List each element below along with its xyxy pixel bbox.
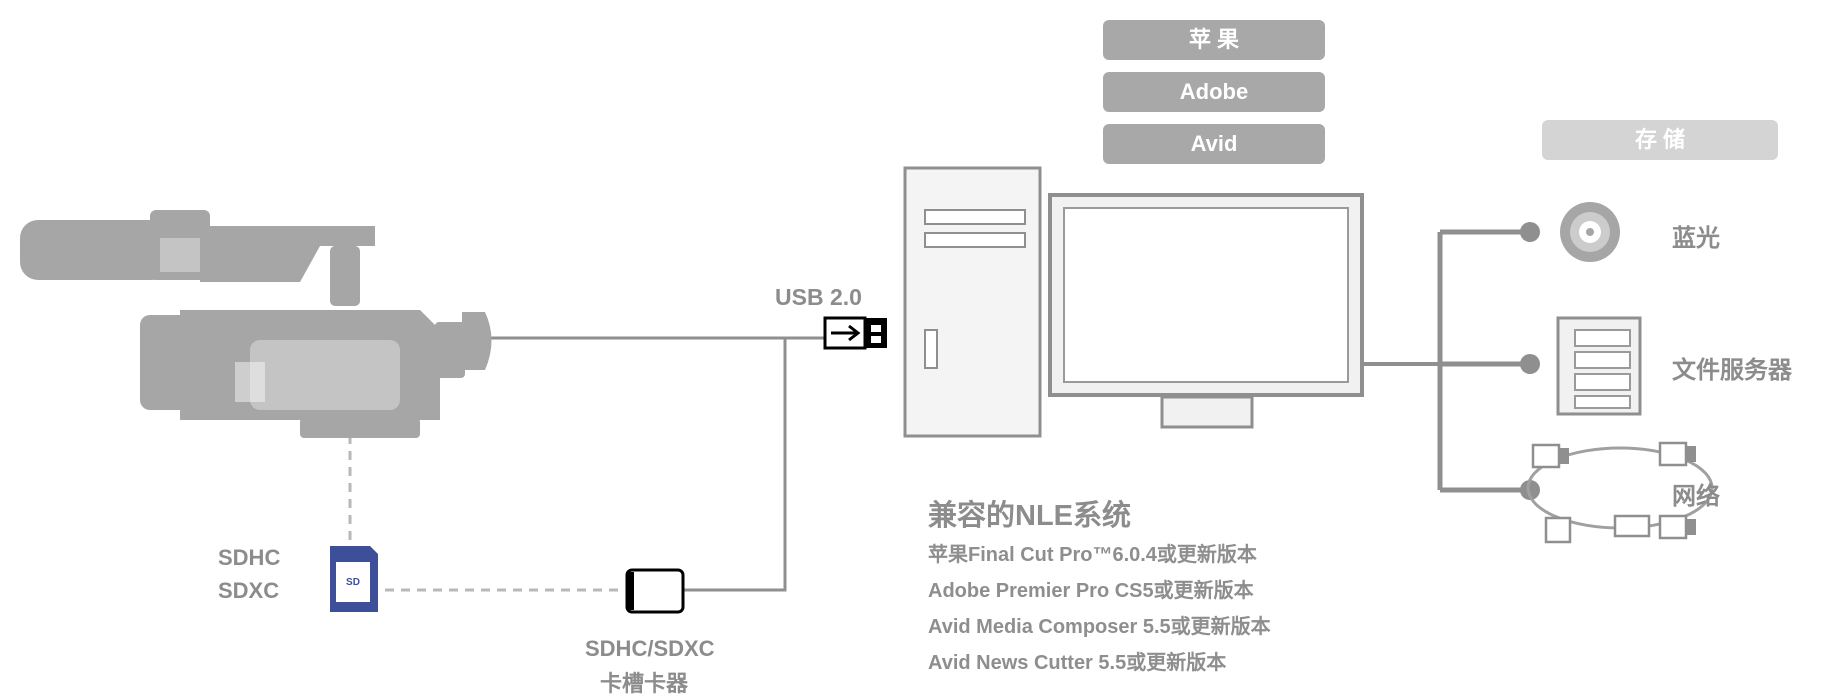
usb-plug-icon [823,316,887,350]
connector-nodes [1520,222,1540,500]
nle-item-final-cut: 苹果Final Cut Pro™6.0.4或更新版本 [928,544,1257,566]
card-reader-icon [625,568,685,614]
card-reader-label-type: SDHC/SDXC [585,636,715,661]
usb-label: USB 2.0 [775,284,862,310]
dashed-connectors [348,435,625,592]
outputs-bus-line [1437,229,1530,493]
svg-text:SD: SD [346,577,360,588]
connectors [490,229,1530,592]
sd-card-icon: SD [330,546,378,612]
computer-tower-icon [903,166,1042,438]
blu-ray-label: 蓝光 [1672,225,1720,252]
disc-node [1520,222,1540,242]
network-icon [1526,441,1714,544]
software-badge-adobe: Adobe [1103,72,1325,112]
software-badge-avid: Avid [1103,124,1325,164]
nle-item-news-cutter: Avid News Cutter 5.5或更新版本 [928,652,1227,674]
camcorder-icon [20,210,492,438]
nle-item-media-composer: Avid Media Composer 5.5或更新版本 [928,616,1271,638]
network-label: 网络 [1672,483,1720,510]
storage-badge: 存 储 [1542,120,1778,160]
card-slot-label-sdhc: SDHC [218,545,281,570]
monitor-icon [1048,193,1364,429]
nle-item-premiere: Adobe Premier Pro CS5或更新版本 [928,580,1254,602]
software-badge-apple: 苹 果 [1103,20,1325,60]
nle-title: 兼容的NLE系统 [928,500,1132,532]
card-slot-label-sdxc: SDXC [218,578,280,603]
file-server-node [1520,354,1540,374]
network-node [1520,480,1540,500]
file-server-label: 文件服务器 [1672,357,1792,384]
file-server-icon [1556,316,1642,416]
card-reader-label-name: 卡槽卡器 [600,671,689,696]
reader-to-usb-line [680,338,787,592]
blu-ray-disc-icon [1560,202,1620,262]
